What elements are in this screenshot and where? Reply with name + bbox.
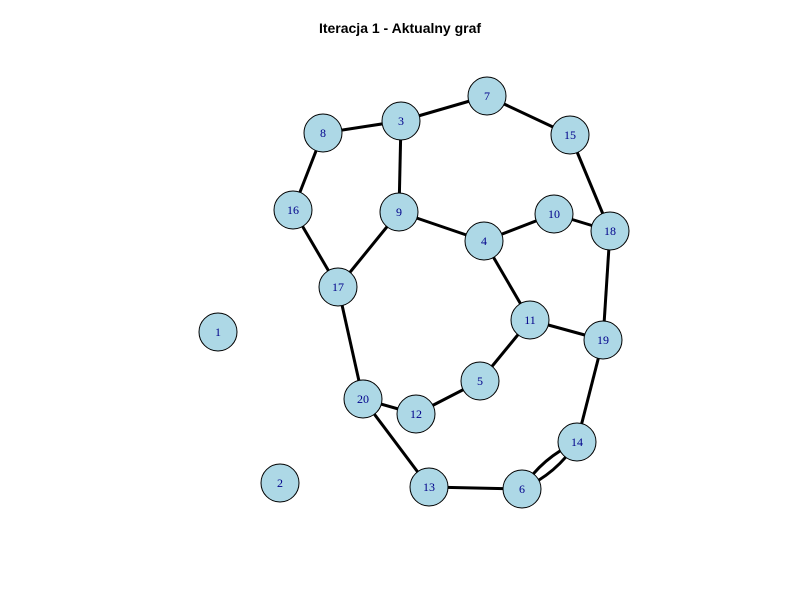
- node-label: 9: [396, 205, 402, 219]
- node-6: 6: [502, 469, 542, 509]
- node-label: 17: [332, 280, 344, 294]
- node-12: 12: [396, 394, 436, 434]
- node-2: 2: [260, 463, 300, 503]
- node-label: 19: [597, 333, 609, 347]
- node-16: 16: [273, 190, 313, 230]
- node-label: 5: [477, 374, 483, 388]
- node-17: 17: [318, 267, 358, 307]
- node-label: 12: [410, 407, 422, 421]
- node-circle: [273, 190, 313, 230]
- node-circle: [460, 361, 500, 401]
- node-circle: [318, 267, 358, 307]
- node-label: 20: [357, 392, 369, 406]
- node-1: 1: [198, 312, 238, 352]
- node-label: 2: [277, 476, 283, 490]
- node-18: 18: [590, 211, 630, 251]
- figure-title: Iteracja 1 - Aktualny graf: [318, 20, 482, 36]
- node-14: 14: [557, 422, 597, 462]
- node-circle: [510, 300, 550, 340]
- node-label: 14: [571, 435, 583, 449]
- node-circle: [343, 379, 383, 419]
- node-circle: [557, 422, 597, 462]
- node-5: 5: [460, 361, 500, 401]
- node-circle: [502, 469, 542, 509]
- node-label: 8: [320, 126, 326, 140]
- node-circle: [590, 211, 630, 251]
- node-circle: [260, 463, 300, 503]
- node-label: 4: [481, 234, 487, 248]
- node-circle: [534, 194, 574, 234]
- node-label: 15: [564, 128, 576, 142]
- node-label: 3: [398, 114, 404, 128]
- node-label: 13: [423, 480, 435, 494]
- node-9: 9: [379, 192, 419, 232]
- node-label: 1: [215, 325, 221, 339]
- node-label: 6: [519, 482, 525, 496]
- node-circle: [583, 320, 623, 360]
- node-10: 10: [534, 194, 574, 234]
- node-circle: [381, 101, 421, 141]
- node-13: 13: [409, 467, 449, 507]
- node-7: 7: [467, 76, 507, 116]
- node-circle: [467, 76, 507, 116]
- node-8: 8: [303, 113, 343, 153]
- node-3: 3: [381, 101, 421, 141]
- node-circle: [464, 221, 504, 261]
- node-label: 11: [524, 313, 536, 327]
- node-label: 7: [484, 89, 490, 103]
- node-4: 4: [464, 221, 504, 261]
- node-circle: [379, 192, 419, 232]
- node-circle: [396, 394, 436, 434]
- node-15: 15: [550, 115, 590, 155]
- node-20: 20: [343, 379, 383, 419]
- node-circle: [550, 115, 590, 155]
- node-11: 11: [510, 300, 550, 340]
- node-circle: [198, 312, 238, 352]
- node-circle: [303, 113, 343, 153]
- node-circle: [409, 467, 449, 507]
- node-19: 19: [583, 320, 623, 360]
- node-label: 16: [287, 203, 299, 217]
- node-label: 10: [548, 207, 560, 221]
- node-label: 18: [604, 224, 616, 238]
